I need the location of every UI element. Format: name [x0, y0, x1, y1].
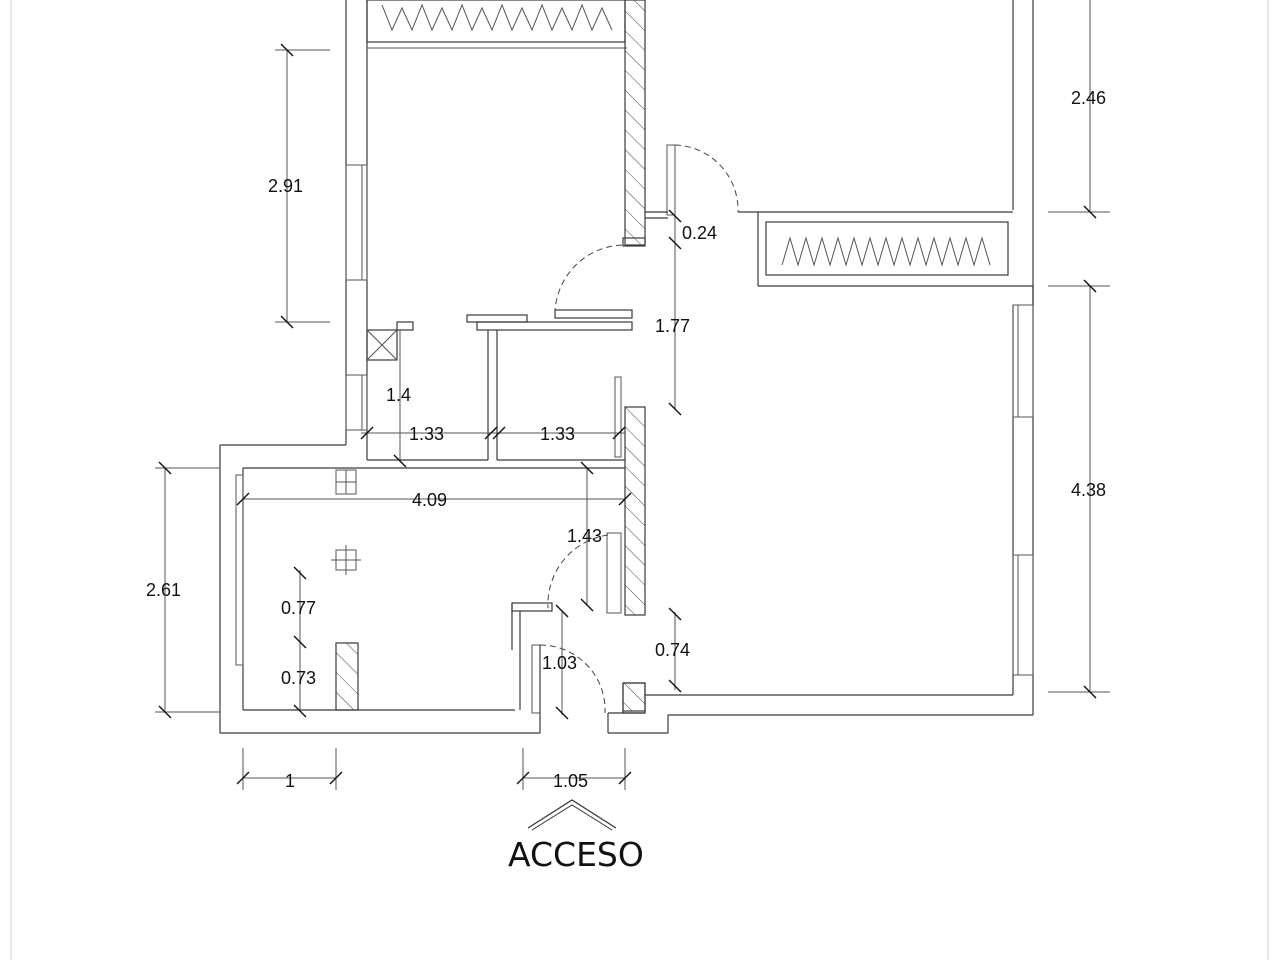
dim-label-1-05: 1.05 [553, 771, 588, 791]
dim-label-1-03: 1.03 [542, 653, 577, 673]
dim-label-0-24: 0.24 [682, 223, 717, 243]
door-swings [539, 144, 739, 714]
dim-label-2-46: 2.46 [1071, 88, 1106, 108]
walls [219, 0, 1034, 734]
dimension-labels: 2.46 2.91 0.24 1.77 1.4 1.33 1.33 4.09 4… [146, 88, 1106, 874]
dim-label-1-33-right: 1.33 [540, 424, 575, 444]
dimension-lines [155, 0, 1110, 790]
access-label: ACCESO [508, 835, 644, 874]
dim-label-0-77: 0.77 [281, 598, 316, 618]
dim-label-1-4: 1.4 [386, 385, 411, 405]
dim-label-1-77: 1.77 [655, 316, 690, 336]
dim-label-0-74: 0.74 [655, 640, 690, 660]
dim-label-2-61: 2.61 [146, 580, 181, 600]
access-arrow-icon [527, 799, 617, 831]
dim-label-1-33-left: 1.33 [409, 424, 444, 444]
dim-label-4-09: 4.09 [412, 490, 447, 510]
dim-label-4-38: 4.38 [1071, 480, 1106, 500]
dim-label-1: 1 [285, 771, 295, 791]
dim-label-1-43: 1.43 [567, 526, 602, 546]
dim-label-2-91: 2.91 [268, 176, 303, 196]
dim-label-0-73: 0.73 [281, 668, 316, 688]
